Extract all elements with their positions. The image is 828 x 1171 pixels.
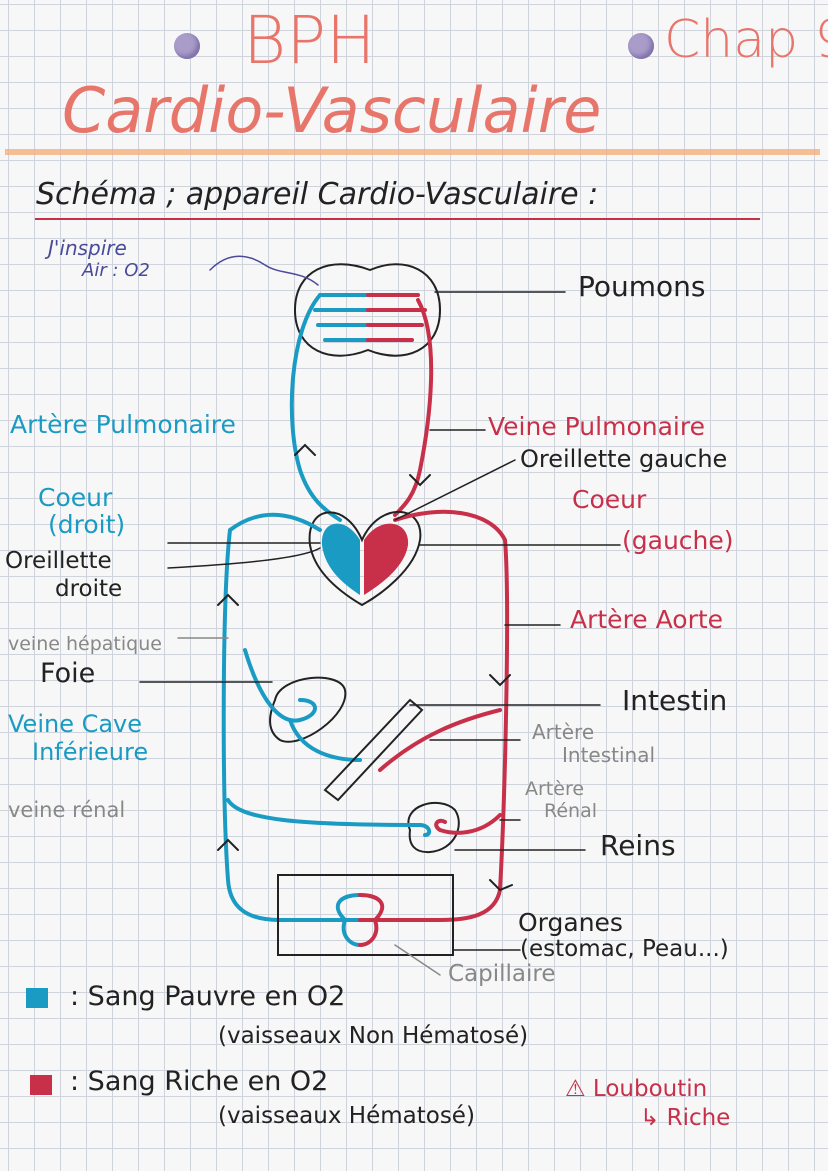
page-title: Cardio-Vasculaire (62, 74, 602, 147)
label-oreillette-droite-side: droite (55, 576, 123, 602)
intestine-artery (378, 708, 502, 772)
legend-label-pauvre: : Sang Pauvre en O2 (70, 981, 346, 1012)
legend-swatch-red (30, 1075, 52, 1095)
label-organes: Organes (518, 908, 623, 937)
capillaries-red (358, 893, 385, 947)
label-artere-renal: Artère (525, 778, 585, 800)
label-organes-detail: (estomac, Peau...) (520, 936, 729, 962)
lung-capillaries-blue (313, 293, 370, 342)
pulmonary-artery (289, 293, 342, 522)
heart-left-red (364, 523, 409, 595)
label-veine-renal: veine rénal (8, 798, 126, 822)
label-veine-cave-inferieure: Inférieure (32, 738, 149, 766)
binder-hole-dot (628, 33, 654, 59)
label-veine-cave: Veine Cave (8, 710, 143, 738)
pulmonary-vein (393, 298, 434, 517)
label-veine-pulmonaire: Veine Pulmonaire (488, 412, 705, 441)
label-poumons: Poumons (578, 270, 706, 303)
liver-outline (269, 676, 347, 743)
warning-note-riche: ↳ Riche (640, 1105, 731, 1131)
heart-right-blue (321, 523, 360, 595)
organs-box (277, 874, 454, 956)
legend-label-riche: : Sang Riche en O2 (70, 1066, 329, 1097)
label-foie: Foie (40, 658, 96, 689)
heading-underline (35, 218, 760, 220)
capillaries-blue (335, 893, 362, 947)
hepatic-to-intestine (288, 718, 362, 762)
chapter-label: Chap 9 (664, 10, 828, 70)
subject-title: BPH (243, 2, 376, 79)
kidney-outline (407, 801, 460, 854)
legend-swatch-blue (26, 988, 48, 1008)
label-intestin: Intestin (622, 684, 728, 717)
label-reins: Reins (600, 829, 676, 862)
liver-vessel (243, 648, 317, 723)
renal-vein (226, 798, 432, 837)
binder-hole-dot (174, 33, 200, 59)
section-heading: Schéma ; appareil Cardio-Vasculaire : (36, 177, 599, 212)
label-artere-intestinal: Artère (532, 720, 595, 744)
label-coeur-droit: Coeur (38, 483, 113, 512)
label-oreillette-droite: Oreillette (5, 548, 112, 574)
label-artere-aorte: Artère Aorte (570, 605, 724, 634)
label-coeur-gauche: Coeur (572, 485, 647, 514)
aorta (373, 509, 510, 922)
renal-artery (434, 813, 502, 835)
label-artere-renal-2: Rénal (544, 800, 598, 822)
label-air: Air : O2 (82, 260, 150, 281)
label-veine-hepatique: veine hépatique (8, 633, 162, 655)
intestine-outline (323, 698, 424, 802)
label-oreillette-gauche: Oreillette gauche (520, 445, 728, 473)
label-coeur-droit-side: (droit) (48, 510, 126, 539)
lungs-outline (293, 263, 442, 357)
legend-note-pauvre: (vaisseaux Non Hématosé) (218, 1023, 529, 1049)
title-underline (5, 149, 820, 155)
label-coeur-gauche-side: (gauche) (622, 526, 734, 555)
vena-cava (221, 512, 347, 922)
arrow-icon (217, 443, 513, 892)
label-inspire: J'inspire (48, 236, 127, 260)
lung-capillaries-red (366, 293, 427, 342)
label-artere-intestinal-2: Intestinal (562, 743, 656, 767)
warning-note: ⚠ Louboutin (565, 1076, 708, 1102)
legend-note-riche: (vaisseaux Hématosé) (218, 1103, 475, 1129)
label-artere-pulmonaire: Artère Pulmonaire (10, 410, 236, 439)
label-capillaire: Capillaire (448, 961, 556, 987)
